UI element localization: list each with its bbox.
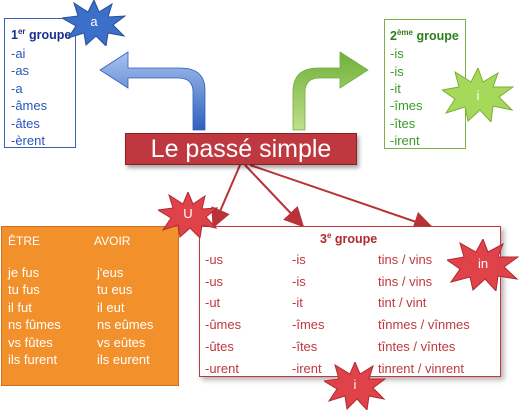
burst-a-label: a [90, 14, 98, 29]
avoir-form: ils eurent [97, 352, 150, 368]
group3-ending: -us [205, 273, 224, 289]
burst-i-red-label: i [353, 377, 357, 392]
group3-ending: -ûmes [205, 317, 242, 333]
etre-form: ns fûmes [8, 317, 61, 333]
group3-ending: -is [292, 273, 306, 289]
etre-form: je fus [8, 265, 40, 280]
avoir-form: il eut [97, 299, 125, 315]
avoir-column: j'eus tu eus il eut ns eûmes vs eûtes il… [97, 264, 153, 368]
burst-i-green: i [440, 66, 515, 124]
blue-curved-arrow [99, 51, 206, 131]
etre-form: vs fûtes [8, 334, 53, 350]
etre-column: je fus tu fus il fut ns fûmes vs fûtes i… [8, 264, 61, 368]
avoir-heading: AVOIR [94, 234, 131, 248]
group3-col-i: -is -is -it -îmes -îtes -irent [292, 249, 325, 379]
page-title: Le passé simple [125, 133, 357, 165]
green-curved-arrow [292, 51, 369, 131]
group3-ending: -ut [205, 295, 221, 311]
etre-form: ils furent [8, 352, 58, 368]
burst-i-red: i [322, 360, 387, 412]
group3-ending: tins / vins [378, 273, 433, 289]
group1-ending: -âtes [11, 115, 40, 131]
group3-ending: -ûtes [205, 338, 234, 354]
group3-ending: -îmes [292, 317, 325, 333]
group3-ending: tînmes / vînmes [378, 317, 470, 333]
etre-form: il fut [8, 299, 32, 315]
group3-ending: -irent [292, 360, 322, 376]
avoir-form: vs eûtes [97, 334, 146, 350]
group3-ending: -is [292, 252, 306, 267]
group3-col-u: -us -us -ut -ûmes -ûtes -urent [205, 249, 241, 379]
group2-ending: -it [390, 81, 401, 97]
group2-ending: -is [390, 63, 404, 79]
group1-box: 1er groupe -ai -as -a -âmes -âtes -èrent [4, 18, 76, 148]
burst-i-green-label: i [476, 88, 480, 103]
etre-heading: ÊTRE [8, 234, 41, 248]
group1-ending: -as [11, 63, 30, 79]
group3-ending: -îtes [292, 338, 318, 354]
burst-in-label: in [477, 256, 489, 271]
group3-ending: -us [205, 252, 224, 267]
group3-heading: 3e groupe [320, 231, 378, 247]
group3-col-in: tins / vins tins / vins tint / vint tînm… [378, 249, 470, 379]
burst-u: U [156, 190, 219, 240]
group2-ending: -irent [390, 132, 420, 148]
group3-ending: -it [292, 295, 303, 311]
burst-a: a [60, 0, 127, 48]
group1-ending: -ai [11, 45, 26, 61]
group3-ending: tîntes / vîntes [378, 338, 456, 354]
irregular-verbs-box: ÊTRE AVOIR je fus tu fus il fut ns fûmes… [1, 226, 179, 386]
group3-box: 3e groupe -us -us -ut -ûmes -ûtes -urent… [199, 226, 501, 377]
group2-heading: 2ème groupe [390, 28, 459, 44]
burst-u-label: U [183, 206, 193, 221]
group1-ending: -âmes [11, 98, 48, 114]
group2-box: 2ème groupe -is -is -it -îmes -îtes -ire… [384, 19, 466, 149]
group2-ending: -is [390, 46, 404, 62]
group2-ending: -îmes [390, 98, 423, 114]
connector-to-group3-mid [244, 164, 305, 228]
group3-ending: tint / vint [378, 295, 427, 311]
group2-ending: -îtes [390, 115, 416, 131]
group1-heading: 1er groupe [11, 27, 72, 43]
connector-to-group3-right [249, 164, 434, 231]
burst-in: in [445, 237, 520, 293]
connector-to-irregular [211, 164, 241, 229]
avoir-form: ns eûmes [97, 317, 154, 333]
group3-ending: tins / vins [378, 252, 433, 267]
group3-ending: -urent [205, 360, 239, 376]
group1-ending: -èrent [11, 133, 45, 149]
avoir-form: tu eus [97, 282, 133, 298]
group3-ending: tinrent / vinrent [378, 360, 464, 376]
avoir-form: j'eus [97, 265, 124, 280]
group1-ending: -a [11, 80, 23, 96]
etre-form: tu fus [8, 282, 40, 298]
